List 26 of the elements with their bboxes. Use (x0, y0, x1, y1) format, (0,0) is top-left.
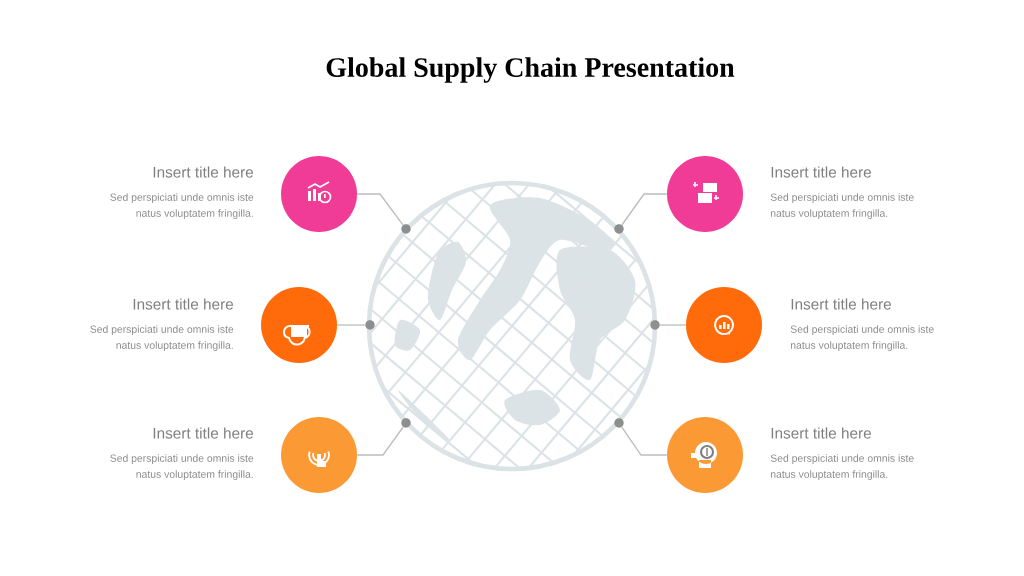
item-title: Insert title here (791, 298, 891, 310)
connector-line (356, 426, 404, 456)
description-text: Sed perspiciati unde omnis iste natus voluptatem fringilla. (110, 193, 254, 219)
connector-line (621, 193, 668, 226)
connector-line (336, 324, 366, 326)
connector-line (621, 426, 668, 456)
item-title: Insert title here (771, 166, 871, 178)
globe-drawing (366, 180, 658, 472)
description-text: Sed perspiciati unde omnis iste natus voluptatem fringilla. (90, 325, 234, 351)
item-title: Insert title here (153, 166, 254, 178)
description-text: Sed perspiciati unde omnis iste natus voluptatem fringilla. (790, 325, 934, 351)
connector-line (356, 193, 404, 226)
description-text: Sed perspiciati unde omnis iste natus voluptatem fringilla. (770, 193, 914, 219)
description-text: Sed perspiciati unde omnis iste natus voluptatem fringilla. (110, 454, 254, 480)
description-text: Sed perspiciati unde omnis iste natus voluptatem fringilla. (770, 454, 914, 480)
icon-circle (667, 156, 743, 232)
slide-title: Global Supply Chain Presentation (326, 57, 735, 83)
icon-circle (686, 287, 762, 363)
item-title: Insert title here (153, 427, 254, 439)
icon-circle (667, 417, 743, 493)
item-title: Insert title here (771, 427, 871, 439)
item-title: Insert title here (133, 298, 234, 310)
icon-circle (281, 156, 357, 232)
icon-circle (281, 417, 357, 493)
icon-circle (261, 287, 337, 363)
connector-line (659, 324, 687, 326)
